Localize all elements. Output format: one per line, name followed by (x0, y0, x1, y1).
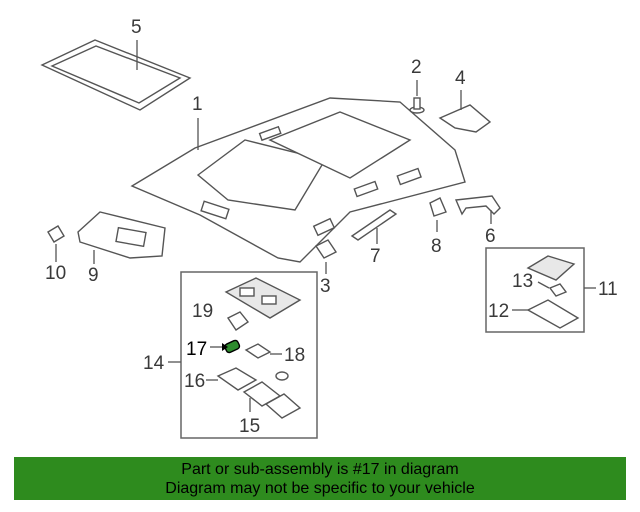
part-7-assist-grip (350, 209, 398, 241)
callout-7[interactable]: 7 (370, 246, 381, 267)
group-box-14 (180, 271, 318, 439)
banner-line-1: Part or sub-assembly is #17 in diagram (181, 461, 459, 478)
callout-15[interactable]: 15 (239, 416, 260, 437)
callout-2[interactable]: 2 (411, 57, 422, 78)
part-3-clip (314, 239, 338, 259)
callout-5[interactable]: 5 (131, 17, 142, 38)
part-6-grip (454, 195, 501, 216)
callout-17[interactable]: 17 (186, 339, 207, 360)
part-10-clip (47, 225, 65, 243)
part-12-lens (526, 299, 580, 329)
part-1-headliner (130, 97, 466, 263)
banner-line-2: Diagram may not be specific to your vehi… (165, 480, 475, 497)
part-13-bulb (548, 283, 568, 297)
callout-3[interactable]: 3 (320, 276, 331, 297)
callout-16[interactable]: 16 (184, 371, 205, 392)
callout-12[interactable]: 12 (488, 301, 509, 322)
callout-8[interactable]: 8 (431, 236, 442, 257)
callout-11[interactable]: 11 (598, 279, 618, 300)
callout-18[interactable]: 18 (284, 345, 305, 366)
part-8-cover (429, 197, 447, 217)
callout-4[interactable]: 4 (455, 68, 466, 89)
part-9-sun-visor (77, 211, 166, 259)
part-18-switch (244, 343, 272, 359)
info-banner: Part or sub-assembly is #17 in diagram D… (14, 457, 626, 500)
part-5-seal (40, 39, 192, 111)
callout-13[interactable]: 13 (512, 271, 533, 292)
callout-1[interactable]: 1 (192, 94, 203, 115)
part-16-lens (216, 367, 258, 391)
callout-14[interactable]: 14 (143, 353, 165, 374)
part-17-highlighted[interactable] (224, 339, 241, 354)
part-14-console (224, 277, 302, 319)
callout-10[interactable]: 10 (45, 263, 66, 284)
callout-19[interactable]: 19 (192, 301, 213, 322)
part-2-clip (409, 97, 425, 114)
parts-diagram: 5 1 2 4 10 9 3 7 8 6 (40, 17, 618, 439)
callout-6[interactable]: 6 (485, 226, 496, 247)
group-box-11 (485, 247, 585, 333)
part-11-lamp (526, 255, 576, 281)
callout-9[interactable]: 9 (88, 265, 99, 286)
part-15-housing (242, 371, 302, 419)
part-4-insulator (438, 104, 492, 133)
part-19-bracket (226, 311, 250, 331)
